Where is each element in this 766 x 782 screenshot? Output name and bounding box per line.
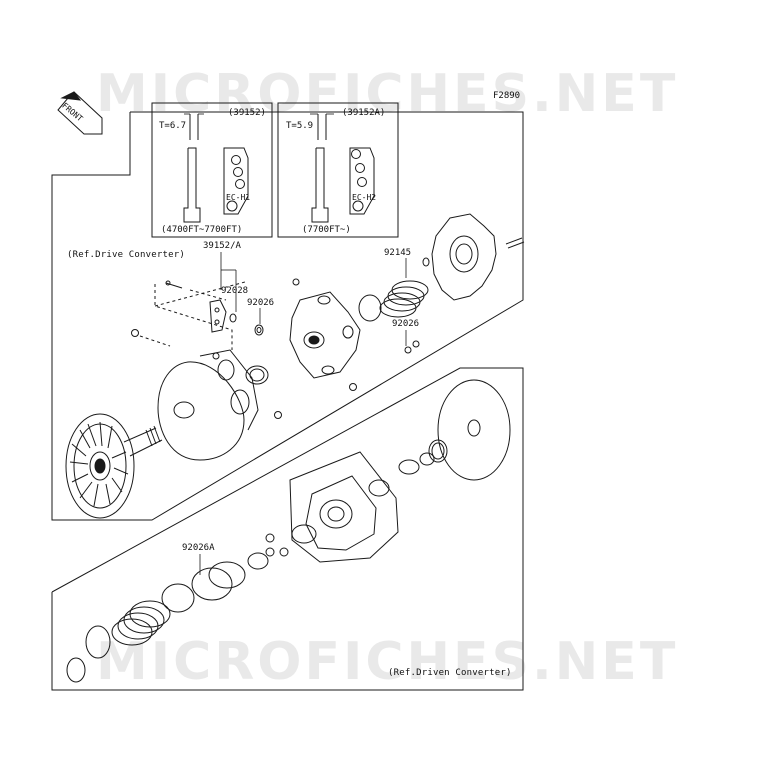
assembly-guides (139, 281, 246, 350)
drive-small-parts (131, 280, 282, 419)
spider (289, 278, 361, 391)
driven-washers (161, 561, 246, 613)
front-arrow-icon (57, 91, 103, 135)
driven-movable-sheave (289, 451, 399, 563)
inset-right-thickness: T=5.9 (286, 121, 314, 131)
driven-spring (66, 600, 171, 683)
weight-arm-front-39152A (349, 147, 375, 215)
callout-39152A: 39152/A (203, 241, 241, 251)
callout-92145: 92145 (384, 248, 412, 258)
callout-92026A: 92026A (182, 543, 215, 553)
inset-right-range: (7700FT~) (302, 225, 351, 235)
inset-left-thickness: T=6.7 (159, 121, 187, 131)
weight-arm-drive (209, 299, 227, 333)
driven-frame (51, 367, 524, 691)
callout-92026-a: 92026 (247, 298, 275, 308)
drive-shaft (123, 425, 163, 457)
watermark-bottom: MICROFICHES.NET (96, 632, 679, 692)
inset-right-part: (39152A) (342, 108, 386, 118)
part-92026-b (404, 346, 412, 354)
watermark-top: MICROFICHES.NET (96, 64, 679, 124)
callout-ref-drive: (Ref.Drive Converter) (67, 250, 185, 260)
driven-fixed-sheave (398, 379, 511, 481)
weight-arm-front-39152 (223, 147, 249, 215)
weight-arm-side-39152A (311, 114, 329, 223)
driven-small-parts (247, 533, 289, 570)
inset-left-part: (39152) (228, 108, 266, 118)
spring-92145 (358, 280, 429, 322)
drive-frame (51, 111, 524, 521)
inset-right-box (277, 102, 399, 238)
inset-left-box (151, 102, 273, 238)
figure-code: F2890 (493, 91, 521, 101)
inset-left-range: (4700FT~7700FT) (161, 225, 243, 235)
weight-arm-side-39152 (183, 114, 201, 223)
callout-92026-b: 92026 (392, 319, 420, 329)
inset-left-mark: EC-H1 (226, 193, 251, 202)
callout-ref-driven: (Ref.Driven Converter) (388, 668, 512, 678)
inset-right-mark: EC-H2 (352, 193, 377, 202)
drive-fixed-sheave (65, 413, 135, 519)
drive-movable-sheave (157, 349, 259, 461)
callout-92028: 92028 (221, 286, 249, 296)
drive-cover (422, 213, 525, 301)
